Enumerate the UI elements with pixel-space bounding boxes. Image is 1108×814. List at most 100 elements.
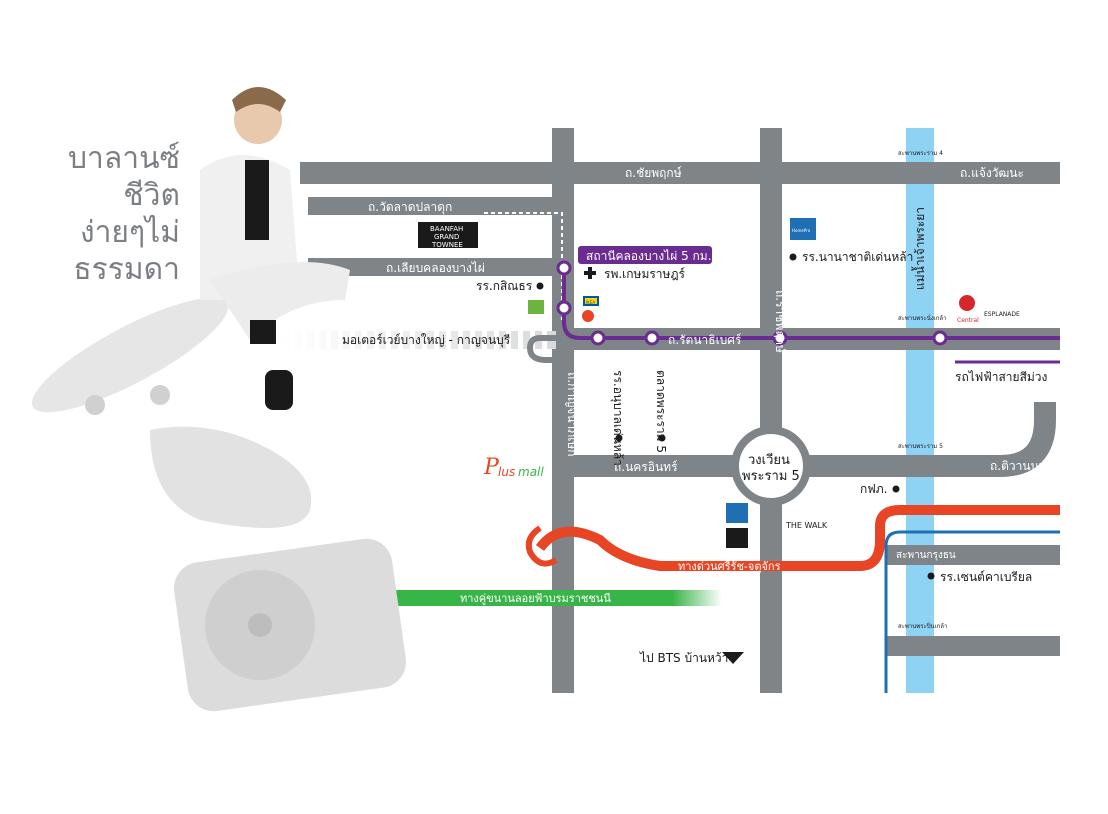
- dot-kasintorn: [536, 282, 544, 290]
- road-ratchaphruek: [760, 128, 782, 693]
- motorway-dash: [326, 331, 331, 349]
- label-liap-khlong: ถ.เลียบคลองบางไผ่: [386, 261, 485, 275]
- road-samakkhi: [886, 545, 1060, 565]
- dot-talad: [658, 434, 666, 442]
- label-bridge-rama4: สะพานพระราม 4: [898, 150, 943, 157]
- motorway-dash: [506, 331, 511, 349]
- plus-mall-logo: P lus mall: [483, 455, 544, 480]
- motorway-dash: [374, 331, 379, 349]
- expressway-red: [535, 505, 1060, 571]
- green-parallel-road: [392, 590, 722, 606]
- motorway-dash: [350, 331, 355, 349]
- label-tiwanon: ถ.ติวานนท์: [990, 459, 1047, 473]
- tagline-line: บาลานซ์: [68, 141, 180, 176]
- motorway-dash: [302, 331, 307, 349]
- road-chaiyaphruek: [300, 162, 1060, 184]
- motorway-dash: [410, 331, 415, 349]
- label-ikea: IKEA: [586, 300, 595, 305]
- purple-line: [562, 265, 1060, 340]
- tagline-line: ชีวิต: [123, 178, 180, 213]
- label-motorway: มอเตอร์เวย์บางใหญ่ - กาญจนบุรี: [342, 333, 511, 348]
- bigc-logo: [582, 310, 594, 322]
- tagline: บาลานซ์ ชีวิต ง่ายๆไม่ ธรรมดา: [40, 140, 180, 288]
- road-nakhon-in: [556, 455, 756, 477]
- motorway-dash: [482, 331, 487, 349]
- motorway-dash: [470, 331, 475, 349]
- hospital-icon: [584, 267, 596, 279]
- label-circle-2: พระราม 5: [742, 469, 800, 484]
- label-plus-mall-a: lus: [498, 465, 515, 479]
- label-bridge-nangklao: สะพานพระนั่งเกล้า: [898, 314, 946, 322]
- motorway-dash: [518, 331, 523, 349]
- motorway-dash: [386, 331, 391, 349]
- motorway-dash: [398, 331, 403, 349]
- label-nakhon-in: ถ.นครอินทร์: [614, 460, 678, 474]
- label-ratchaphruek: ถ.ราชพฤกษ์: [773, 290, 787, 353]
- motorway-dash: [458, 331, 463, 349]
- project-logo: [418, 222, 478, 248]
- label-expressway: ทางด่วนศรีรัช-จตุจักร: [678, 560, 781, 573]
- label-green-road: ทางคู่ขนานลอยฟ้าบรมราชชนนี: [460, 592, 611, 605]
- homepro-logo-2: [726, 503, 748, 523]
- label-kanchanaphisek: ถ.กาญจนาภิเษก: [565, 372, 579, 456]
- dot-egat: [892, 485, 900, 493]
- label-circle-1: วงเวียน: [748, 452, 790, 468]
- label-bridge-rama5: สะพานพระราม 5: [898, 443, 943, 450]
- label-project-1: BAANFAH: [430, 225, 463, 233]
- label-esplanade: ESPLANADE: [984, 311, 1020, 318]
- label-kasem: รพ.เกษมราษฎร์: [604, 267, 686, 281]
- label-wat-lat: ถ.วัดลาดปลาดุก: [368, 200, 452, 215]
- label-talad: ตลาดพระราม 5: [654, 370, 668, 453]
- label-station: สถานีคลองบางไผ่ 5 กม.: [586, 249, 712, 263]
- label-purple-line: รถไฟฟ้าสายสีม่วง: [955, 370, 1047, 384]
- label-egat: กฟภ.: [860, 482, 888, 496]
- label-central: Central: [957, 317, 979, 324]
- label-anuban: รร.อนุบาลเด่นหล้า: [610, 370, 625, 466]
- bts-arrow-icon: [722, 652, 744, 664]
- motorway-dash: [314, 331, 319, 349]
- road-liap-khlong: [308, 258, 553, 276]
- label-homepro: HomePro: [792, 228, 811, 233]
- label-st-gabriel: รร.เซนต์คาเบรียล: [940, 570, 1032, 584]
- purple-line-station: [772, 330, 788, 346]
- purple-line-station: [590, 330, 606, 346]
- motorway-dash: [446, 331, 451, 349]
- purple-line-station: [932, 330, 948, 346]
- purple-line-station: [644, 330, 660, 346]
- skater-illustration: [31, 87, 407, 712]
- label-nanachat: รร.นานาชาติเด่นหล้า: [802, 250, 913, 264]
- expressway-red-arrow: [525, 525, 558, 567]
- road-wat-lat-pla-duk: [308, 197, 553, 215]
- motorway-dash: [338, 331, 343, 349]
- dot-st-gabriel: [927, 572, 935, 580]
- label-rattanathibet: ถ.รัตนาธิเบศร์: [668, 333, 742, 347]
- motorway-loop: [526, 335, 556, 363]
- label-bridge-pinklao2: สะพานพระปิ่นเกล้า: [898, 622, 947, 630]
- purple-line-station: [556, 300, 572, 316]
- chao-phraya-river: [906, 128, 934, 693]
- motorway-dash: [434, 331, 439, 349]
- tagline-line: ง่ายๆไม่: [79, 215, 180, 250]
- label-bridge-pinklao: สะพานกรุงธน: [896, 550, 956, 561]
- label-thewalk: THE WALK: [785, 521, 828, 530]
- station-badge: [578, 246, 712, 264]
- motorway-dash: [290, 331, 295, 349]
- motorway-dash: [422, 331, 427, 349]
- purple-line-station: [556, 260, 572, 276]
- road-tiwanon: [800, 402, 1056, 477]
- svg-text:P: P: [483, 455, 500, 480]
- road-pinklao: [886, 636, 1060, 656]
- label-chao-phraya: แม่น้ำเจ้าพระยา: [911, 207, 927, 290]
- central-logo: [959, 295, 975, 311]
- motorway-dash: [362, 331, 367, 349]
- motorway-dash: [494, 331, 499, 349]
- label-chaiyaphruek: ถ.ชัยพฤกษ์: [625, 166, 682, 180]
- dot-anuban: [615, 434, 623, 442]
- label-bts: ไป BTS บ้านหว้า: [639, 651, 728, 665]
- dark-logo: [726, 528, 748, 548]
- label-chaengwattana: ถ.แจ้งวัฒนะ: [960, 166, 1024, 180]
- tagline-line: ธรรมดา: [73, 252, 180, 287]
- makro-logo: [528, 300, 544, 314]
- dot-nanachat: [789, 253, 797, 261]
- label-project-3: TOWNEE: [431, 241, 463, 249]
